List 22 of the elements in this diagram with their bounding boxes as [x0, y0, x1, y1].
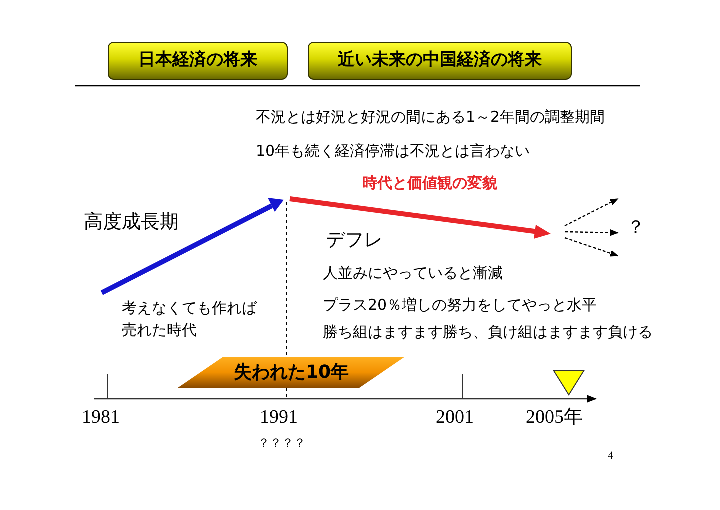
- title-tab: 日本経済の将来: [108, 42, 288, 80]
- dashed-arrow: [564, 230, 619, 236]
- banner-parallelogram: 失われた10年: [178, 357, 405, 388]
- title-tab: 近い未来の中国経済の将来: [308, 42, 572, 80]
- annotation-text: 不況とは好況と好況の間にある1～2年間の調整期間: [256, 107, 606, 128]
- annotation-text: ？？？？: [258, 435, 307, 452]
- annotation-text: 1981: [82, 406, 121, 430]
- annotation-text: 4: [608, 449, 614, 464]
- annotation-text: 高度成長期: [84, 210, 180, 235]
- annotation-text: 10年も続く経済停滞は不況とは言わない: [256, 141, 532, 162]
- annotation-text: プラス20％増しの努力をしてやっと水平: [323, 295, 598, 316]
- dashed-arrow: [564, 198, 619, 227]
- annotation-text: 勝ち組はますます勝ち、負け組はますます負ける: [323, 322, 654, 343]
- annotation-text: 2001: [436, 406, 475, 430]
- annotation-text: 考えなくても作れば売れた時代: [122, 298, 258, 341]
- annotation-text: 人並みにやっていると漸減: [323, 263, 504, 284]
- annotation-text: 時代と価値観の変貌: [362, 173, 498, 194]
- dashed-arrow: [564, 237, 619, 257]
- annotation-text: 2005年: [526, 406, 584, 430]
- annotation-text: デフレ: [326, 228, 384, 253]
- question-mark: ？: [618, 196, 654, 258]
- annotation-text: 1991: [260, 406, 299, 430]
